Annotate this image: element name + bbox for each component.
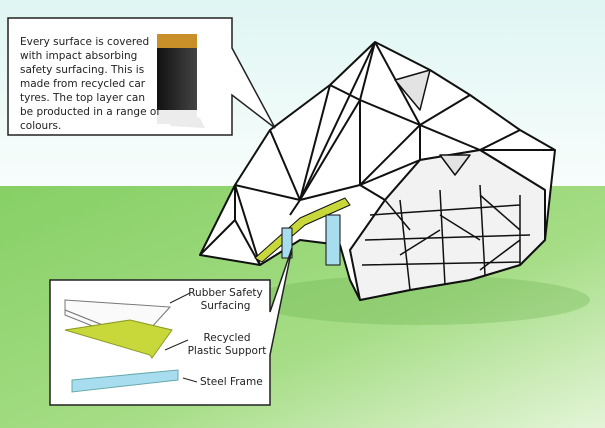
label-steel-frame: Steel Frame [200, 376, 263, 388]
steel-frame [71, 369, 179, 393]
label-recycled-plastic-support: Recycled Plastic Support [187, 332, 267, 357]
callout-top [7, 17, 276, 136]
dome-shadow [250, 275, 590, 325]
leader-lines [164, 292, 198, 383]
dome [199, 41, 556, 301]
plastic-layer [64, 319, 173, 359]
callout-bottom [49, 247, 293, 406]
rubber-sample-image [157, 34, 205, 128]
callout-top-text: Every surface is covered with impact abs… [20, 36, 160, 132]
label-rubber-safety-surfacing: Rubber Safety Surfacing [188, 287, 263, 312]
